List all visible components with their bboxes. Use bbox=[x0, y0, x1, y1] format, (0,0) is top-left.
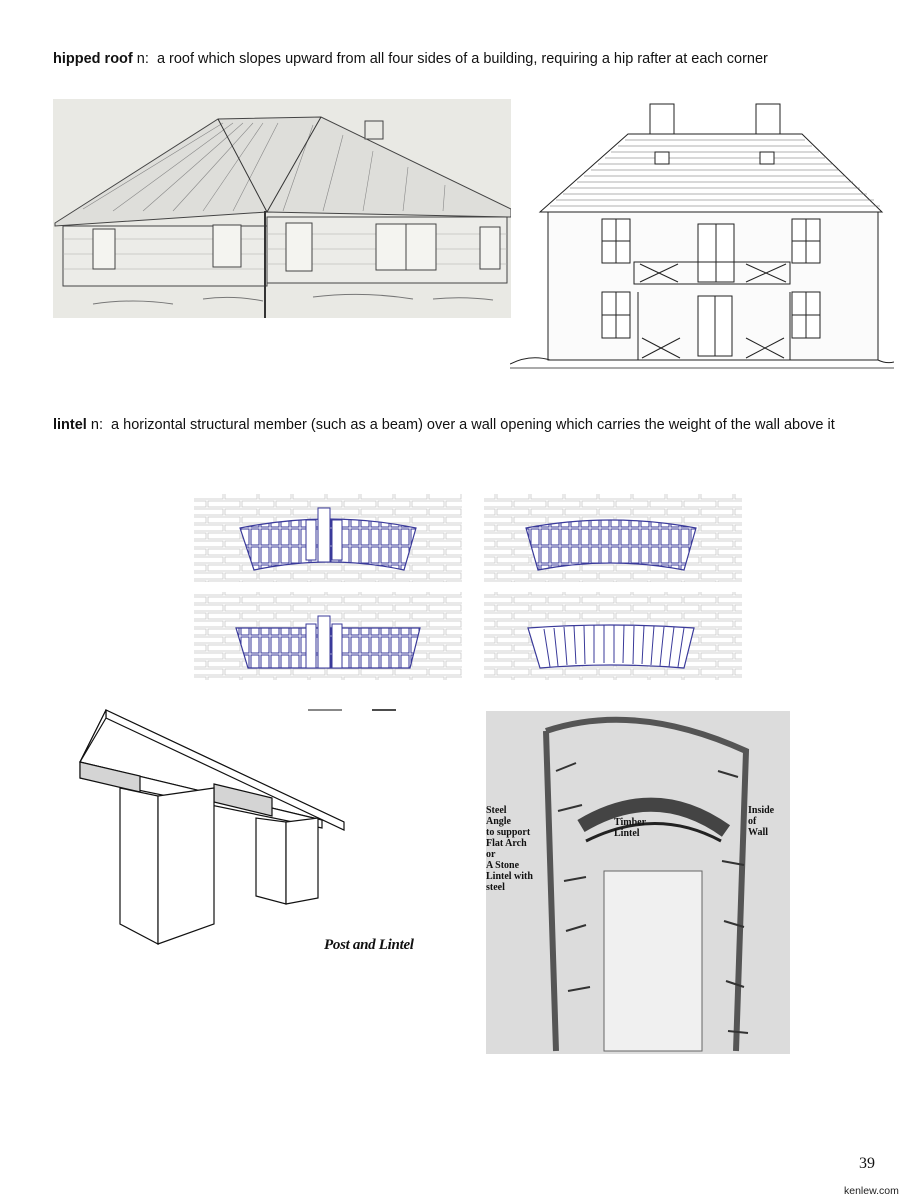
pos-hipped-roof: n: bbox=[136, 51, 149, 67]
term-lintel: lintel bbox=[53, 417, 87, 433]
brick-arch-lintel-diagrams bbox=[190, 492, 746, 682]
hipped-roof-house-sketch bbox=[53, 99, 511, 318]
sketch-label-line: Steel bbox=[486, 805, 507, 816]
post-and-lintel-diagram bbox=[72, 706, 442, 960]
sketch-label-timber-lintel: Timber Lintel bbox=[614, 817, 646, 839]
site-watermark: kenlew.com bbox=[844, 1185, 899, 1197]
page-number: 39 bbox=[859, 1155, 875, 1172]
arch-lintel-wall-sketch: Steel Angle to support Flat Arch or A St… bbox=[486, 711, 790, 1054]
definition-text-lintel: a horizontal structural member (such as … bbox=[111, 417, 835, 433]
sketch-label-line: Flat Arch bbox=[486, 838, 527, 849]
sketch-label-line: Timber bbox=[614, 817, 647, 828]
definition-text-hipped-roof: a roof which slopes upward from all four… bbox=[156, 51, 768, 67]
definition-lintel: lintel n: a horizontal structural member… bbox=[53, 417, 883, 434]
sketch-label-line: Lintel bbox=[614, 828, 640, 839]
sketch-label-line: Inside bbox=[748, 805, 775, 816]
sketch-label-steel-angle: Steel Angle to support Flat Arch or A St… bbox=[486, 805, 533, 893]
sketch-label-line: of bbox=[748, 816, 757, 827]
sketch-label-line: A Stone bbox=[486, 860, 520, 871]
pos-lintel: n: bbox=[90, 417, 103, 433]
term-hipped-roof: hipped roof bbox=[53, 51, 133, 67]
sketch-label-line: Lintel with bbox=[486, 871, 533, 882]
sketch-label-line: Wall bbox=[748, 827, 769, 838]
sketch-label-inside-wall: Inside of Wall bbox=[748, 805, 774, 838]
definition-hipped-roof: hipped roof n: a roof which slopes upwar… bbox=[53, 51, 883, 68]
post-and-lintel-caption: Post and Lintel bbox=[324, 937, 414, 953]
hipped-roof-house-elevation bbox=[510, 102, 894, 372]
sketch-label-line: or bbox=[486, 849, 496, 860]
sketch-label-line: Angle bbox=[486, 816, 511, 827]
sketch-label-line: steel bbox=[486, 882, 505, 893]
sketch-label-line: to support bbox=[486, 827, 531, 838]
